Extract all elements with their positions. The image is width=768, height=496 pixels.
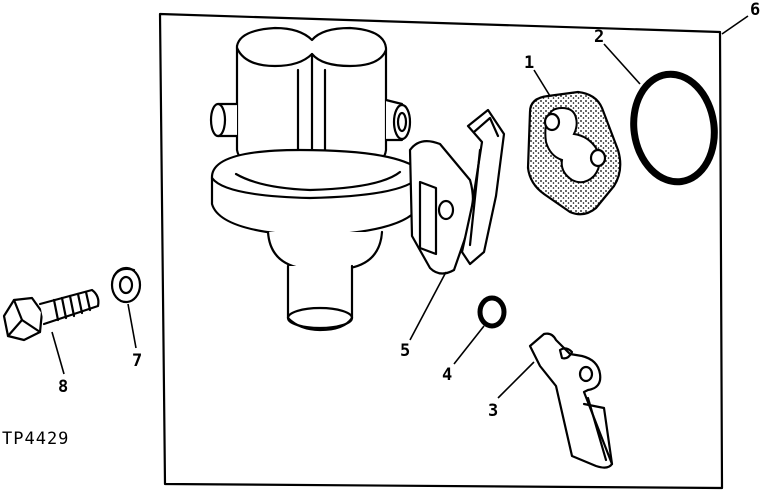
- figure-id-label: TP4429: [2, 429, 69, 449]
- lock-washer: [110, 266, 142, 304]
- callout-5: 5: [400, 341, 410, 361]
- cap-screw: [2, 288, 100, 342]
- mounting-gasket: [526, 90, 622, 216]
- callout-7: 7: [132, 351, 142, 371]
- callout-4: 4: [442, 365, 452, 385]
- callout-2: 2: [594, 27, 604, 47]
- fuel-pump-body: [209, 26, 506, 332]
- callout-8: 8: [58, 377, 68, 397]
- rocker-arm-lever: [528, 332, 614, 469]
- callout-3: 3: [488, 401, 498, 421]
- leader-lines: [51, 15, 749, 399]
- callout-1: 1: [524, 53, 534, 73]
- kit-boundary-box: [158, 12, 724, 490]
- o-ring-seal: [630, 70, 718, 186]
- sealing-washer: [477, 295, 507, 329]
- callout-6: 6: [750, 0, 760, 20]
